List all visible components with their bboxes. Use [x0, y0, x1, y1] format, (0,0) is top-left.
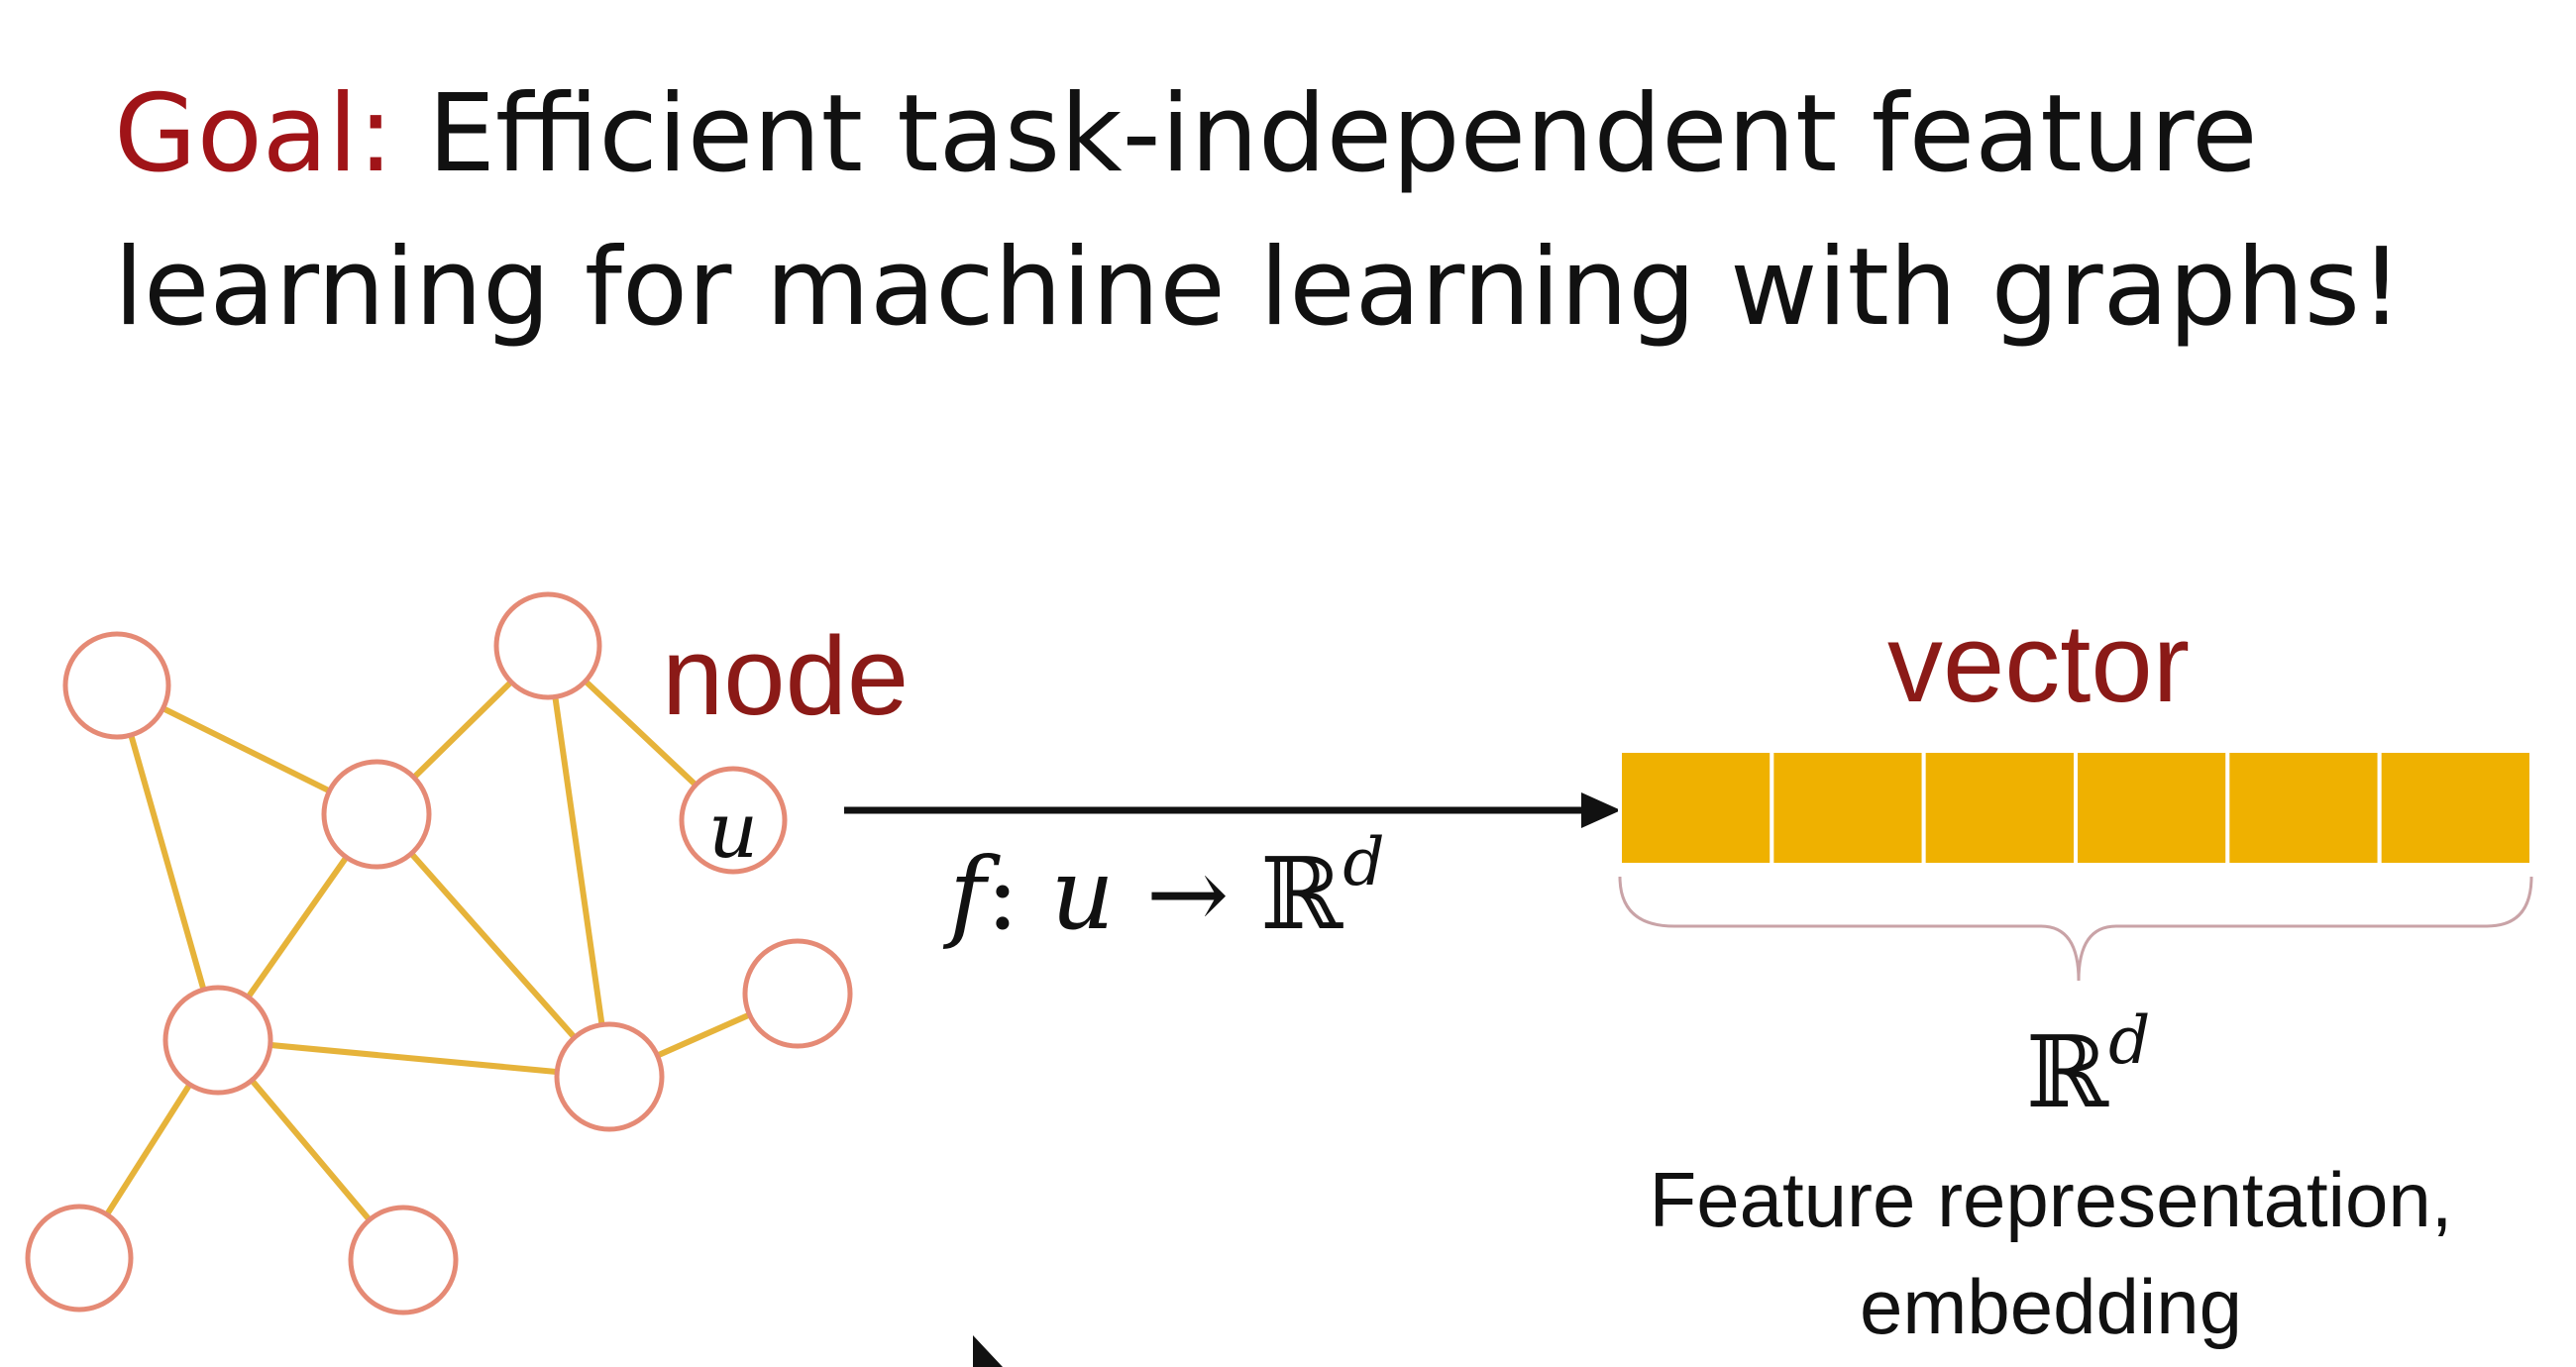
- embedding-caption-line-1: Feature representation,: [1649, 1156, 2453, 1243]
- graph-node: [62, 631, 171, 740]
- function-u: u: [1050, 836, 1115, 952]
- title-line-1: Goal: Efficient task-independent feature: [114, 57, 2403, 211]
- embedding-vector: [1618, 749, 2534, 867]
- vector-label: vector: [1887, 601, 2190, 725]
- reals-symbol: ℝ: [1260, 836, 1343, 952]
- vector-cell: [1921, 749, 2078, 867]
- graph-edge: [374, 812, 612, 1079]
- graph-node: [742, 938, 853, 1049]
- node-label: node: [662, 614, 910, 738]
- reals-symbol-embedding: ℝ: [2026, 1014, 2109, 1130]
- vector-cell: [2377, 749, 2534, 867]
- title-line-2: learning for machine learning with graph…: [114, 226, 2404, 350]
- maps-to-arrow: →: [1114, 836, 1261, 952]
- graph-node: [25, 1204, 134, 1313]
- graph-edge: [545, 645, 612, 1078]
- graph-nodes: [25, 591, 853, 1315]
- graph-node: [321, 759, 432, 870]
- mapping-arrow: [844, 792, 1621, 828]
- title-text-1: Efficient task-independent feature: [427, 72, 2258, 196]
- colon: :: [986, 836, 1051, 952]
- graph-node: [554, 1021, 665, 1132]
- slide-title: Goal: Efficient task-independent feature…: [114, 57, 2403, 365]
- node-u-label: u: [708, 787, 758, 876]
- arrow-head: [1581, 792, 1621, 828]
- vector-cell: [1770, 749, 1926, 867]
- vector-cell: [1618, 749, 1774, 867]
- graph-node-u: [679, 766, 788, 875]
- cursor-icon: [973, 1335, 1003, 1367]
- goal-label: Goal:: [114, 72, 394, 196]
- graph-edge: [217, 1037, 610, 1080]
- dimension-d-embedding: d: [2108, 1002, 2151, 1079]
- graph-edge: [114, 684, 221, 1041]
- graph-node: [493, 591, 602, 700]
- dimension-d: d: [1342, 824, 1385, 900]
- embedding-caption-line-2: embedding: [1860, 1263, 2242, 1350]
- function-f: f: [949, 836, 987, 952]
- vector-cell: [2074, 749, 2230, 867]
- mapping-function: f: u → ℝd: [949, 830, 1385, 959]
- graph-node: [162, 985, 273, 1096]
- vector-brace: [1618, 876, 2533, 982]
- graph-node: [348, 1205, 459, 1315]
- vector-cell: [2225, 749, 2382, 867]
- embedding-space: ℝd: [2026, 1008, 2150, 1137]
